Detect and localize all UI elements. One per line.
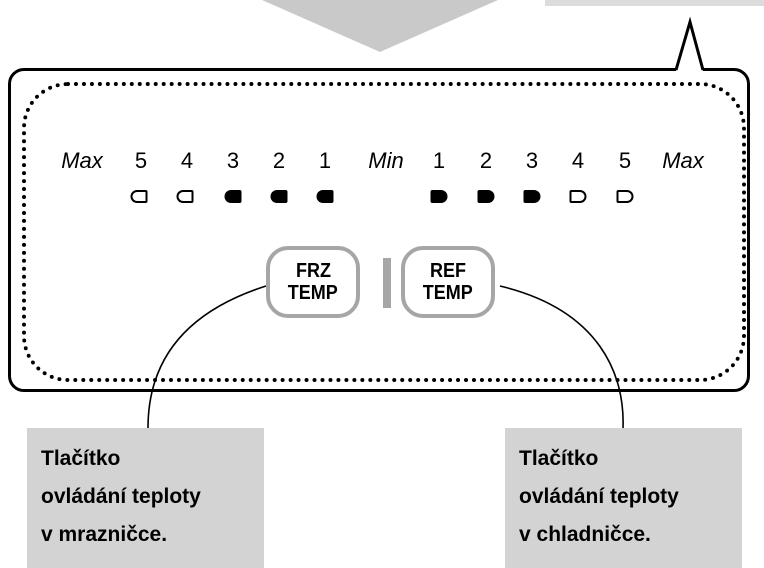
freezer-level-3: 3 [226,148,240,173]
refrigerator-level-4: 4 [571,148,585,173]
panel-dotted-border [22,82,746,382]
freezer-indicator-1 [316,190,334,203]
refrigerator-callout-line2: ovládání teploty [519,485,679,508]
freezer-level-2: 2 [272,148,286,173]
min-label: Min [368,148,404,173]
freezer-temp-button[interactable]: FRZ TEMP [266,246,360,318]
refrigerator-level-1: 1 [432,148,446,173]
refrigerator-indicator-2 [477,190,495,203]
freezer-indicator-2 [270,190,288,203]
refrigerator-indicator-1 [430,190,448,203]
button-divider [383,258,391,308]
freezer-callout-line1: Tlačítko [41,447,121,470]
freezer-indicator-3 [224,190,242,203]
freezer-level-4: 4 [180,148,194,173]
refrigerator-level-3: 3 [525,148,539,173]
freezer-callout: Tlačítko ovládání teploty v mrazničce. [27,428,264,568]
refrigerator-level-5: 5 [618,148,632,173]
refrigerator-callout-line1: Tlačítko [519,447,599,470]
freezer-level-5: 5 [134,148,148,173]
freezer-level-1: 1 [318,148,332,173]
refrigerator-level-2: 2 [479,148,493,173]
refrigerator-indicator-5 [616,190,634,203]
freezer-button-line1: FRZ [295,260,331,282]
refrigerator-temp-button[interactable]: REF TEMP [401,246,495,318]
freezer-callout-line2: ovládání teploty [41,485,201,508]
refrigerator-indicator-3 [523,190,541,203]
freezer-button-line2: TEMP [287,282,339,304]
refrigerator-max-label: Max [662,148,704,173]
refrigerator-button-line1: REF [430,260,466,282]
refrigerator-callout-line3: v chladničce. [519,523,651,546]
refrigerator-button-line2: TEMP [422,282,474,304]
refrigerator-callout: Tlačítko ovládání teploty v chladničce. [505,428,742,568]
freezer-indicator-4 [176,190,194,203]
freezer-callout-line3: v mrazničce. [41,523,168,546]
top-callout-box [545,0,764,6]
freezer-indicator-5 [130,190,148,203]
refrigerator-indicator-4 [569,190,587,203]
top-pointer-arrow [262,0,498,52]
control-panel [8,68,750,392]
freezer-max-label: Max [61,148,103,173]
